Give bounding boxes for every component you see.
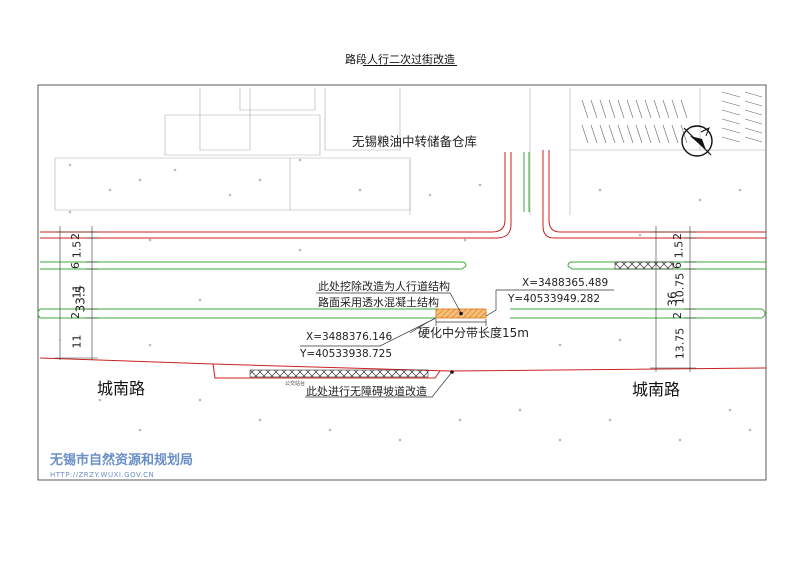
dim-left-6: 11 — [70, 334, 84, 349]
warehouse-label: 无锡粮油中转储备仓库 — [352, 134, 478, 149]
tactile-paving-right — [614, 261, 674, 270]
median-length-dimension — [435, 319, 487, 326]
building-outlines — [54, 88, 766, 215]
road-name-right: 城南路 — [632, 380, 681, 399]
survey-markers — [58, 158, 752, 442]
dim-right-1: 2 — [671, 233, 684, 240]
dim-left-3: 6 — [69, 262, 82, 269]
drawing-title: 路段人行二次过街改造 — [345, 53, 455, 66]
agency-logo-text: 无锡市自然资源和规划局 — [50, 453, 194, 468]
green-lane-lines — [40, 152, 766, 319]
dim-left-5: 2 — [69, 312, 82, 319]
parking-stalls — [581, 91, 763, 144]
coord-left-x: X=3488376.146 — [306, 331, 393, 343]
north-arrow-icon — [681, 125, 713, 157]
dim-right-4: 10.75 — [673, 272, 687, 305]
leader-lines — [300, 289, 614, 398]
median-start-cap — [37, 308, 41, 319]
bus-stop-label: 公交站台 — [285, 381, 306, 387]
dim-right-2: 1.5 — [672, 240, 686, 259]
excavation-note-line2: 路面采用透水混凝土结构 — [318, 296, 439, 309]
excavation-note-line1: 此处挖除改造为人行道结构 — [318, 280, 450, 293]
dim-left-4: 11 — [70, 284, 84, 299]
coord-left-y: Y=40533938.725 — [300, 348, 393, 360]
dim-left-1: 2 — [69, 233, 82, 240]
coord-right-x: X=3488365.489 — [522, 277, 609, 289]
dim-right-6: 13.75 — [673, 327, 687, 360]
median-point-marker — [459, 311, 463, 316]
median-length-note: 硬化中分带长度15m — [418, 326, 529, 340]
coord-right-y: Y=40533949.282 — [508, 293, 601, 305]
right-dimension-lines — [650, 226, 696, 372]
dim-right-3: 6 — [671, 262, 684, 269]
median-end-cap — [761, 308, 766, 319]
road-name-left: 城南路 — [97, 379, 146, 398]
agency-logo-url: HTTP://ZRZY.WUXI.GOV.CN — [50, 471, 155, 479]
road-edge-lines — [39, 150, 767, 379]
barrier-free-note: 此处进行无障碍坡道改造 — [306, 385, 427, 398]
left-dimension-lines — [55, 226, 98, 360]
drawing-frame — [37, 84, 767, 481]
bus-stop-hatch — [249, 369, 429, 378]
dim-right-5: 2 — [671, 312, 684, 319]
dim-left-2: 1.5 — [70, 240, 84, 259]
title-underline — [363, 65, 457, 66]
